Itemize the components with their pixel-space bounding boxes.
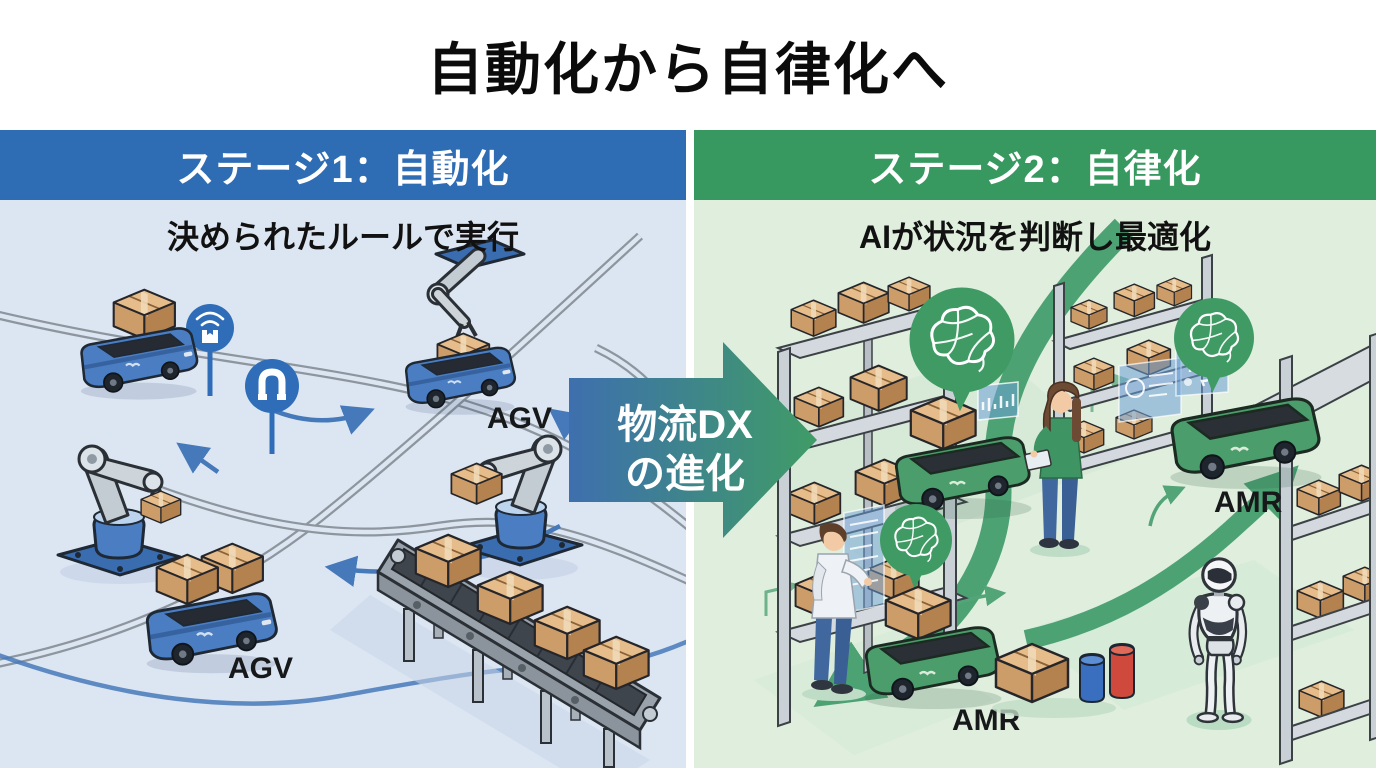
amr-vehicle-2 xyxy=(1168,397,1324,491)
route-arrow-up-left-2 xyxy=(176,442,220,474)
stage-panels: ステージ1：自動化 決められたルールで実行 xyxy=(0,130,1376,768)
operator-woman xyxy=(1024,381,1090,557)
hologram-dashboard-panel xyxy=(1118,357,1182,423)
robot-arm-left-icon xyxy=(56,444,182,584)
robot-arm-right-icon xyxy=(450,434,584,580)
amr-vehicle-3 xyxy=(863,585,1003,711)
stage2-panel: ステージ2：自律化 AIが状況を判断し最適化 xyxy=(694,130,1376,768)
transition-arrow: 物流DX の進化 xyxy=(555,330,825,550)
warehouse-shelf-right xyxy=(1251,332,1376,766)
transition-arrow-shape xyxy=(569,342,817,538)
operator-man xyxy=(802,523,872,701)
stage2-header: ステージ2：自律化 xyxy=(694,130,1376,200)
conveyor-icon xyxy=(330,533,662,768)
hologram-barchart-panel xyxy=(977,381,1019,421)
transition-arrow-text-line2: の進化 xyxy=(625,452,745,496)
route-hint-1 xyxy=(1148,485,1186,527)
page-title: 自動化から自律化へ xyxy=(427,37,949,101)
magnet-guide-icon xyxy=(245,359,299,454)
amr-label-right: AMR xyxy=(1214,486,1283,519)
transition-arrow-text-line1: 物流DX xyxy=(617,403,753,447)
agv-vehicle-1 xyxy=(81,288,197,400)
agv-label-bottom: AGV xyxy=(228,652,293,685)
route-branch xyxy=(1023,465,1299,650)
wifi-tag-icon xyxy=(186,304,234,396)
goods-cluster xyxy=(992,642,1135,718)
stage2-body: AIが状況を判断し最適化 xyxy=(694,200,1376,768)
stage1-header: ステージ1：自動化 xyxy=(0,130,686,200)
agv-label-top: AGV xyxy=(487,402,552,435)
robot-arm-top-icon xyxy=(426,238,526,377)
stage2-subtitle: AIが状況を判断し最適化 xyxy=(858,219,1211,255)
humanoid-robot-icon xyxy=(1186,557,1252,730)
route-hint-2 xyxy=(955,585,1007,607)
stage1-subtitle: 決められたルールで実行 xyxy=(166,219,519,255)
stage2-illustration: AMR xyxy=(734,218,1376,766)
title-band: 自動化から自律化へ xyxy=(0,0,1376,130)
